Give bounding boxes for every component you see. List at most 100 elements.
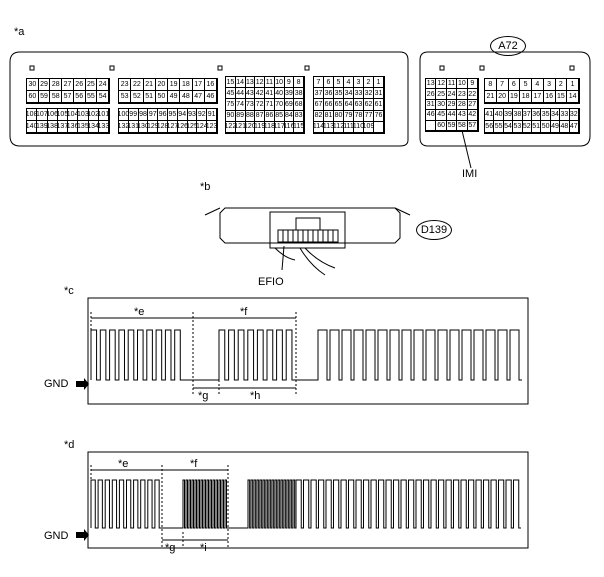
pin-cell: 91: [207, 109, 217, 121]
pin-cell: 56: [73, 91, 86, 103]
pin-cell: 85: [274, 110, 285, 122]
pin-cell: 67: [314, 99, 324, 111]
pin-cell: 113: [324, 121, 334, 133]
pin-cell: 101: [98, 109, 109, 121]
dim-i-d: *i: [200, 542, 207, 554]
pin-cell: 121: [235, 121, 246, 133]
pin-cell: 96: [158, 109, 168, 121]
pin-label-efio: EFIO: [258, 276, 284, 288]
pin-cell: 3: [354, 77, 364, 89]
pin-cell: 63: [354, 99, 364, 111]
pin-cell: 45: [436, 110, 447, 121]
pin-cell: 116: [284, 121, 295, 133]
pin-cell: 17: [192, 79, 205, 91]
pin-cell: 131: [128, 121, 139, 133]
gnd-label-c: GND: [44, 378, 69, 390]
pin-cell: 5: [520, 79, 532, 91]
pin-cell: 29: [38, 79, 51, 91]
pin-cell: 70: [274, 99, 285, 111]
pin-cell: 16: [204, 79, 217, 91]
pin-cell: 3: [543, 79, 556, 91]
section-a-label: *a: [14, 26, 25, 38]
pin-cell: 33: [560, 109, 570, 121]
section-c-label: *c: [64, 285, 74, 297]
pin-cell: 20: [496, 91, 509, 103]
pin-cell: 75: [226, 99, 236, 111]
pin-cell: 133: [98, 121, 109, 133]
pin-cell: 54: [97, 91, 109, 103]
pin-cell: 94: [177, 109, 188, 121]
pin-cell: 58: [50, 91, 63, 103]
pin-cell: 105: [57, 109, 68, 121]
pin-cell: 39: [503, 109, 514, 121]
pin-cell: 27: [62, 79, 74, 91]
pin-cell: 24: [97, 79, 109, 91]
pin-cell: 44: [446, 110, 458, 121]
pin-cell: 118: [265, 121, 275, 133]
key: [109, 65, 115, 71]
pin-cell: 125: [187, 121, 198, 133]
pin-cell: 72: [255, 99, 265, 111]
pin-cell: 140: [27, 121, 38, 133]
pin-cell: 115: [294, 121, 304, 133]
pin-cell: 136: [68, 121, 79, 133]
pin-cell: 60: [436, 120, 447, 131]
waveform-c: [87, 297, 529, 405]
pin-cell: 32: [569, 109, 579, 121]
pin-cell: 89: [235, 110, 246, 122]
pin-cell: 52: [131, 91, 144, 103]
pin-cell: 107: [37, 109, 48, 121]
pin-cell: 139: [37, 121, 48, 133]
pin-cell: 132: [119, 121, 129, 133]
pin-cell: [374, 121, 384, 133]
pin-cell: 66: [324, 99, 334, 111]
d139-connector-drawing: [204, 207, 411, 276]
pin-block: 1009998979695949392911321311301291281271…: [118, 108, 218, 134]
pin-cell: 9: [467, 79, 478, 90]
pin-cell: 21: [485, 91, 497, 103]
pin-cell: 110: [354, 121, 364, 133]
pin-cell: 49: [168, 91, 181, 103]
pin-cell: 41: [485, 109, 495, 121]
pin-cell: 13: [426, 79, 437, 90]
pin-cell: 55: [494, 121, 504, 133]
pin-cell: 28: [457, 99, 468, 111]
pin-cell: 53: [119, 91, 132, 103]
pin-cell: 78: [354, 110, 364, 122]
pin-cell: 10: [274, 77, 285, 89]
pin-cell: 14: [235, 77, 246, 89]
pin-cell: 41: [265, 88, 275, 100]
pin-cell: 119: [255, 121, 265, 133]
pin-cell: 4: [344, 77, 354, 89]
dim-f-c: *f: [240, 306, 248, 318]
pin-cell: 25: [85, 79, 98, 91]
pin-cell: 40: [274, 88, 285, 100]
pin-cell: 19: [168, 79, 181, 91]
pin-cell: 19: [508, 91, 521, 103]
pin-cell: 59: [38, 91, 51, 103]
pin-cell: 59: [446, 120, 458, 131]
pin-cell: 28: [50, 79, 63, 91]
section-d-label: *d: [64, 439, 75, 451]
pin-cell: 43: [457, 110, 468, 121]
pin-cell: 15: [226, 77, 236, 89]
pin-cell: 6: [324, 77, 334, 89]
pin-cell: 68: [294, 99, 304, 111]
pin-cell: 98: [138, 109, 149, 121]
ecu-connector-body-right: [419, 51, 591, 147]
pin-cell: 50: [155, 91, 168, 103]
key: [439, 65, 445, 71]
pin-cell: 40: [494, 109, 504, 121]
pin-cell: 34: [344, 88, 354, 100]
pin-cell: 18: [520, 91, 532, 103]
pin-cell: 81: [324, 110, 334, 122]
pin-cell: 134: [88, 121, 99, 133]
pin-cell: 11: [265, 77, 275, 89]
gnd-arrow-c: [76, 378, 89, 390]
pin-cell: 52: [522, 121, 532, 133]
pin-cell: 90: [226, 110, 236, 122]
pin-cell: 99: [128, 109, 139, 121]
